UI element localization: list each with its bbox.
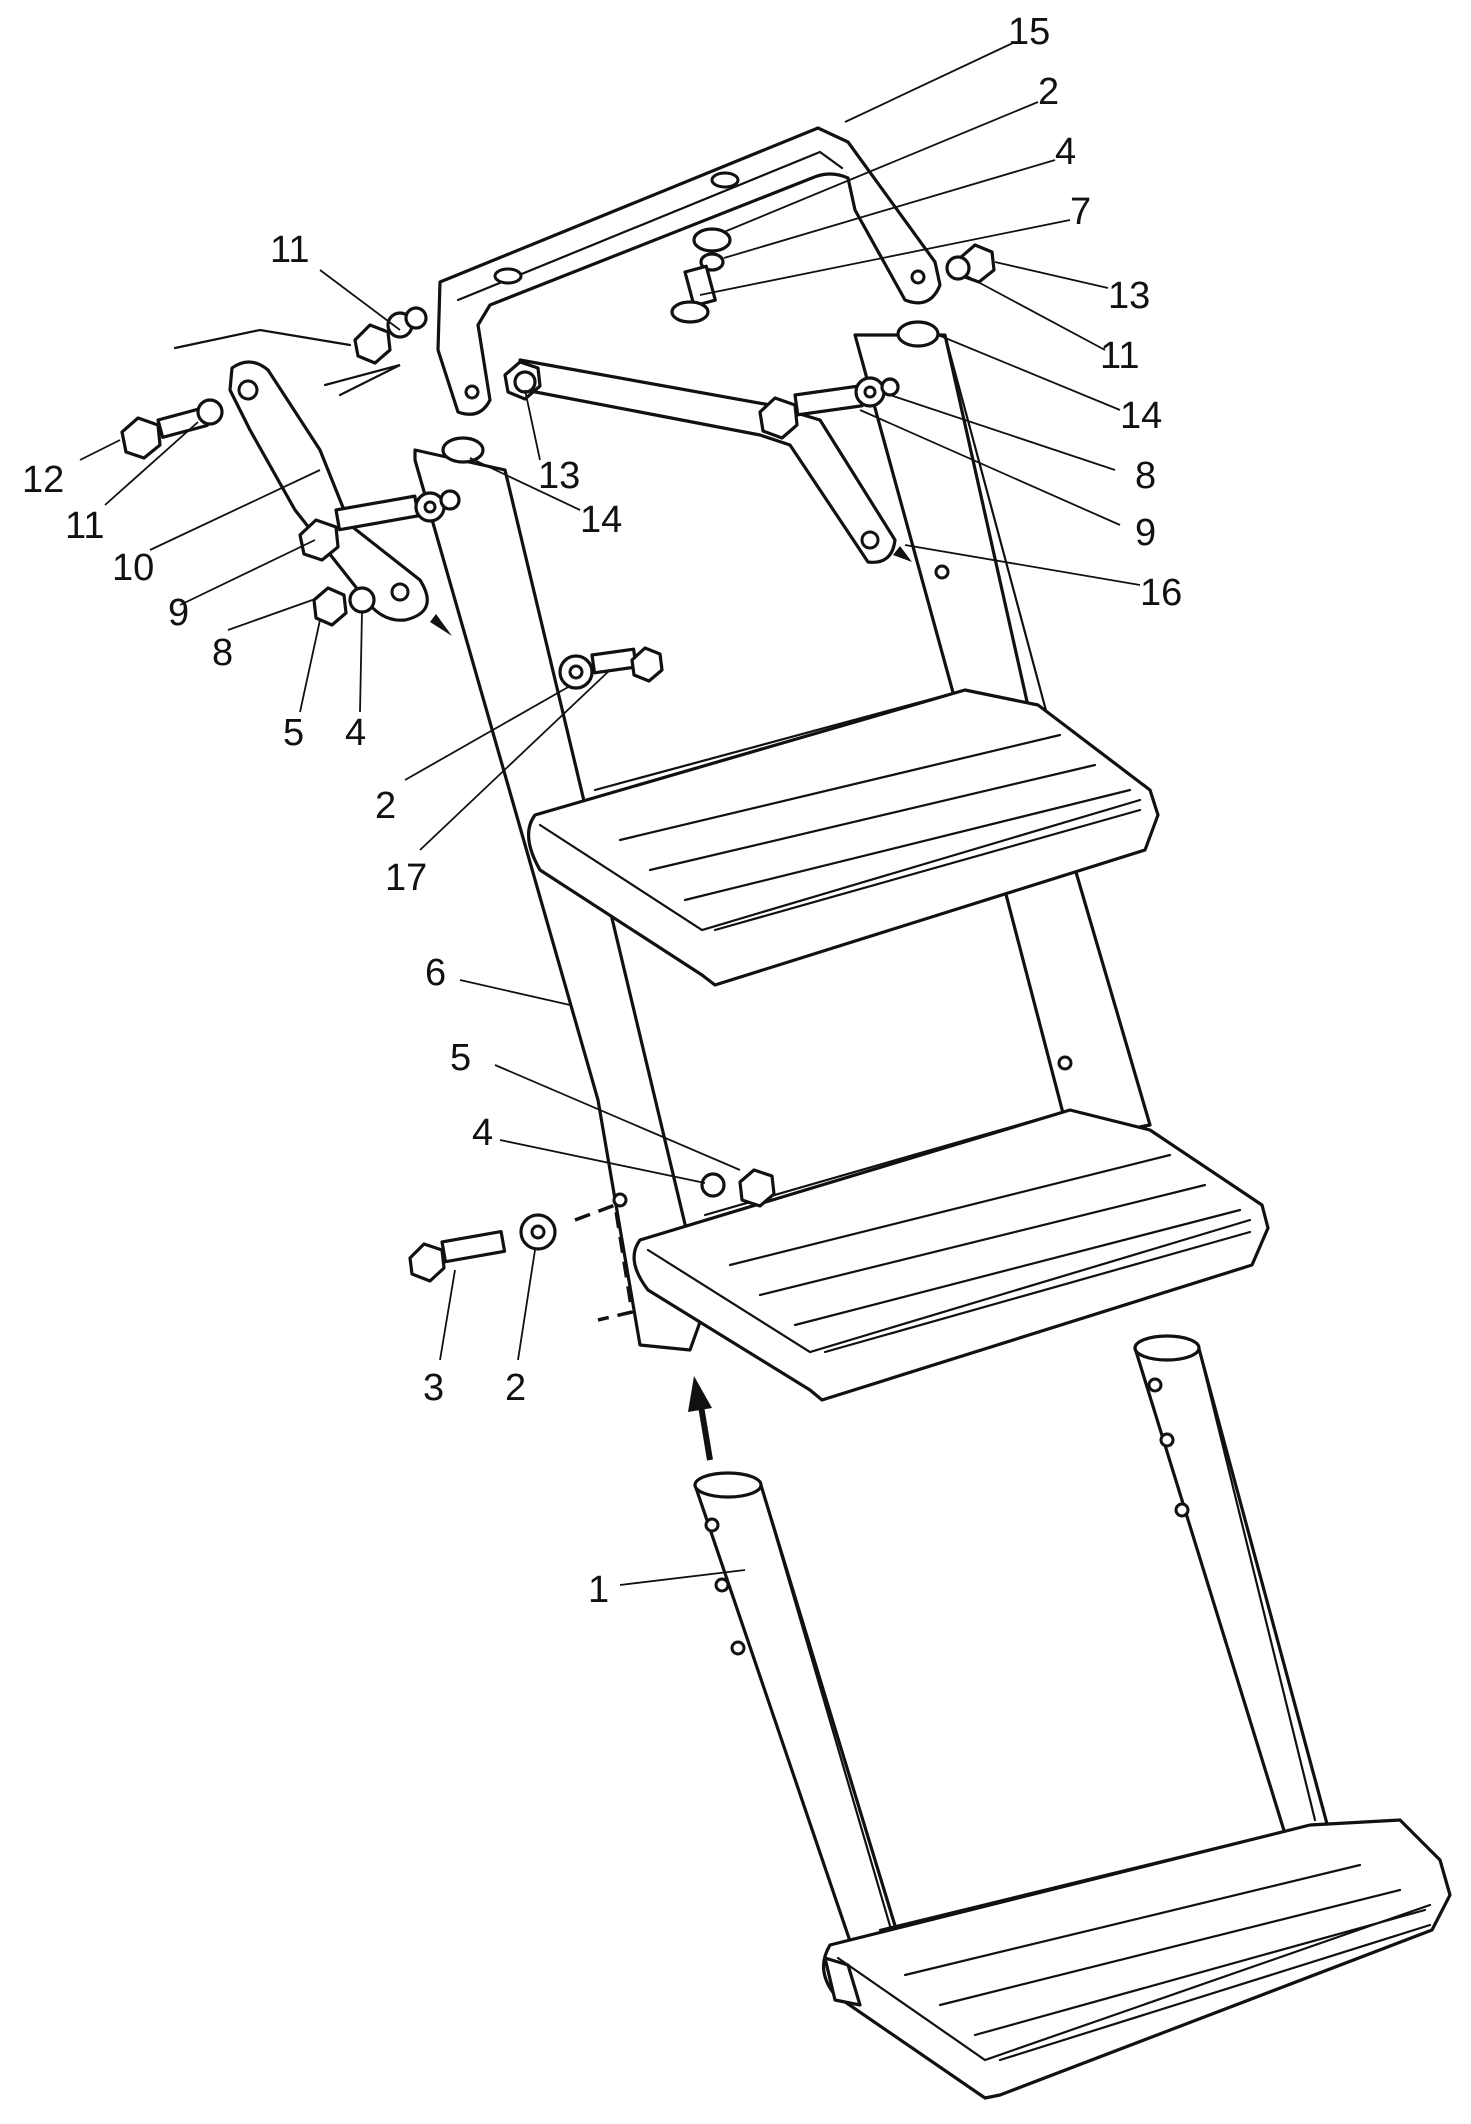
callout-7: 7 — [1070, 191, 1091, 233]
callout-13: 13 — [1108, 275, 1150, 317]
callout-4: 4 — [1055, 131, 1076, 173]
callout-2-lower: 2 — [505, 1367, 526, 1409]
callout-15: 15 — [1008, 11, 1050, 53]
callout-11-left: 11 — [65, 505, 104, 547]
side-bracket — [173, 328, 429, 622]
callout-17: 17 — [385, 857, 427, 899]
callout-14: 14 — [1120, 395, 1162, 437]
callout-12: 12 — [22, 459, 64, 501]
fasteners — [120, 227, 996, 1283]
callout-5-left: 5 — [283, 712, 304, 754]
leader-lines — [79, 41, 1141, 1586]
callout-5: 5 — [450, 1037, 471, 1079]
callout-4-left: 4 — [345, 712, 366, 754]
callout-11-top-left: 11 — [270, 229, 309, 271]
lower-step — [693, 1334, 1452, 2100]
callout-10: 10 — [112, 547, 154, 589]
mounting-bracket — [436, 126, 942, 416]
callout-1: 1 — [588, 1569, 609, 1611]
callout-4-lower: 4 — [472, 1112, 493, 1154]
callouts: 15 2 4 7 13 11 14 8 9 16 11 13 14 12 11 … — [22, 11, 1182, 1611]
callout-9-left: 9 — [168, 592, 189, 634]
callout-16: 16 — [1140, 572, 1182, 614]
brace-arm — [518, 358, 897, 564]
callout-14-left: 14 — [580, 499, 622, 541]
callout-9: 9 — [1135, 512, 1156, 554]
callout-6: 6 — [425, 952, 446, 994]
callout-3: 3 — [423, 1367, 444, 1409]
small-arrows — [430, 546, 912, 636]
callout-8-left: 8 — [212, 632, 233, 674]
insertion-arrow — [688, 1376, 713, 1461]
callout-2-left: 2 — [375, 785, 396, 827]
callout-13-left: 13 — [538, 455, 580, 497]
callout-2: 2 — [1038, 71, 1059, 113]
callout-8: 8 — [1135, 455, 1156, 497]
upper-tread — [527, 688, 1160, 987]
callout-11: 11 — [1100, 335, 1139, 377]
